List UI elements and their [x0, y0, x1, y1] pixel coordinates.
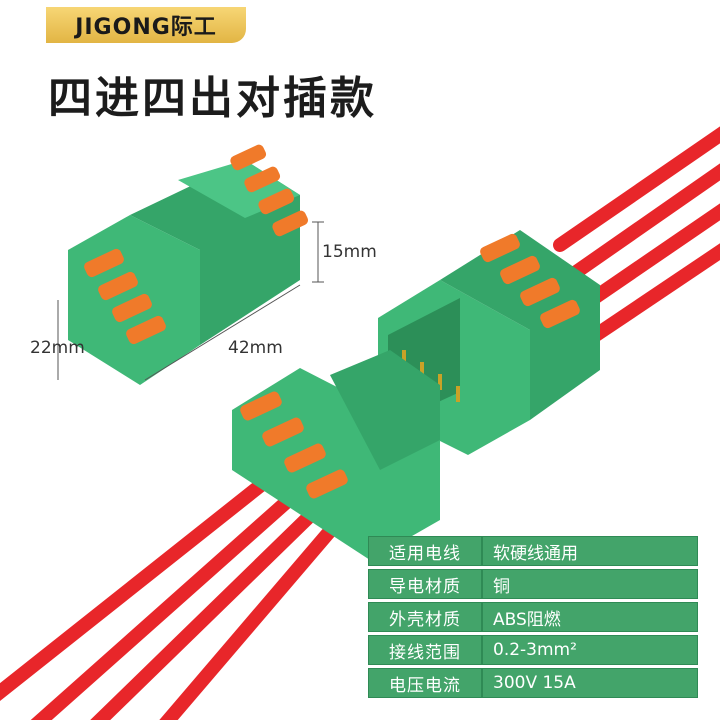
- spec-table: 适用电线 软硬线通用 导电材质 铜 外壳材质 ABS阻燃 接线范围 0.2-3m…: [368, 533, 698, 701]
- spec-row: 电压电流 300V 15A: [368, 668, 698, 698]
- wires-right: [553, 126, 720, 342]
- spec-label: 导电材质: [368, 569, 482, 599]
- connector-assembled: [68, 144, 309, 385]
- spec-value: 0.2-3mm²: [482, 635, 698, 665]
- spec-value: ABS阻燃: [482, 602, 698, 632]
- dimension-width-label: 22mm: [30, 338, 85, 358]
- wires-left: [0, 463, 343, 720]
- connector-female: [232, 350, 440, 560]
- spec-value: 300V 15A: [482, 668, 698, 698]
- dimension-lines: [57, 221, 324, 381]
- spec-row: 接线范围 0.2-3mm²: [368, 635, 698, 665]
- spec-row: 外壳材质 ABS阻燃: [368, 602, 698, 632]
- spec-label: 电压电流: [368, 668, 482, 698]
- spec-row: 适用电线 软硬线通用: [368, 536, 698, 566]
- product-illustration: [0, 126, 720, 720]
- spec-label: 接线范围: [368, 635, 482, 665]
- brand-name: JIGONG际工: [75, 15, 217, 40]
- spec-label: 外壳材质: [368, 602, 482, 632]
- spec-row: 导电材质 铜: [368, 569, 698, 599]
- spec-value: 铜: [482, 569, 698, 599]
- page-title: 四进四出对插款: [48, 73, 377, 124]
- dimension-length-label: 42mm: [228, 338, 283, 358]
- brand-logo: JIGONG际工: [46, 7, 246, 43]
- dimension-height-label: 15mm: [322, 242, 377, 262]
- spec-value: 软硬线通用: [482, 536, 698, 566]
- spec-label: 适用电线: [368, 536, 482, 566]
